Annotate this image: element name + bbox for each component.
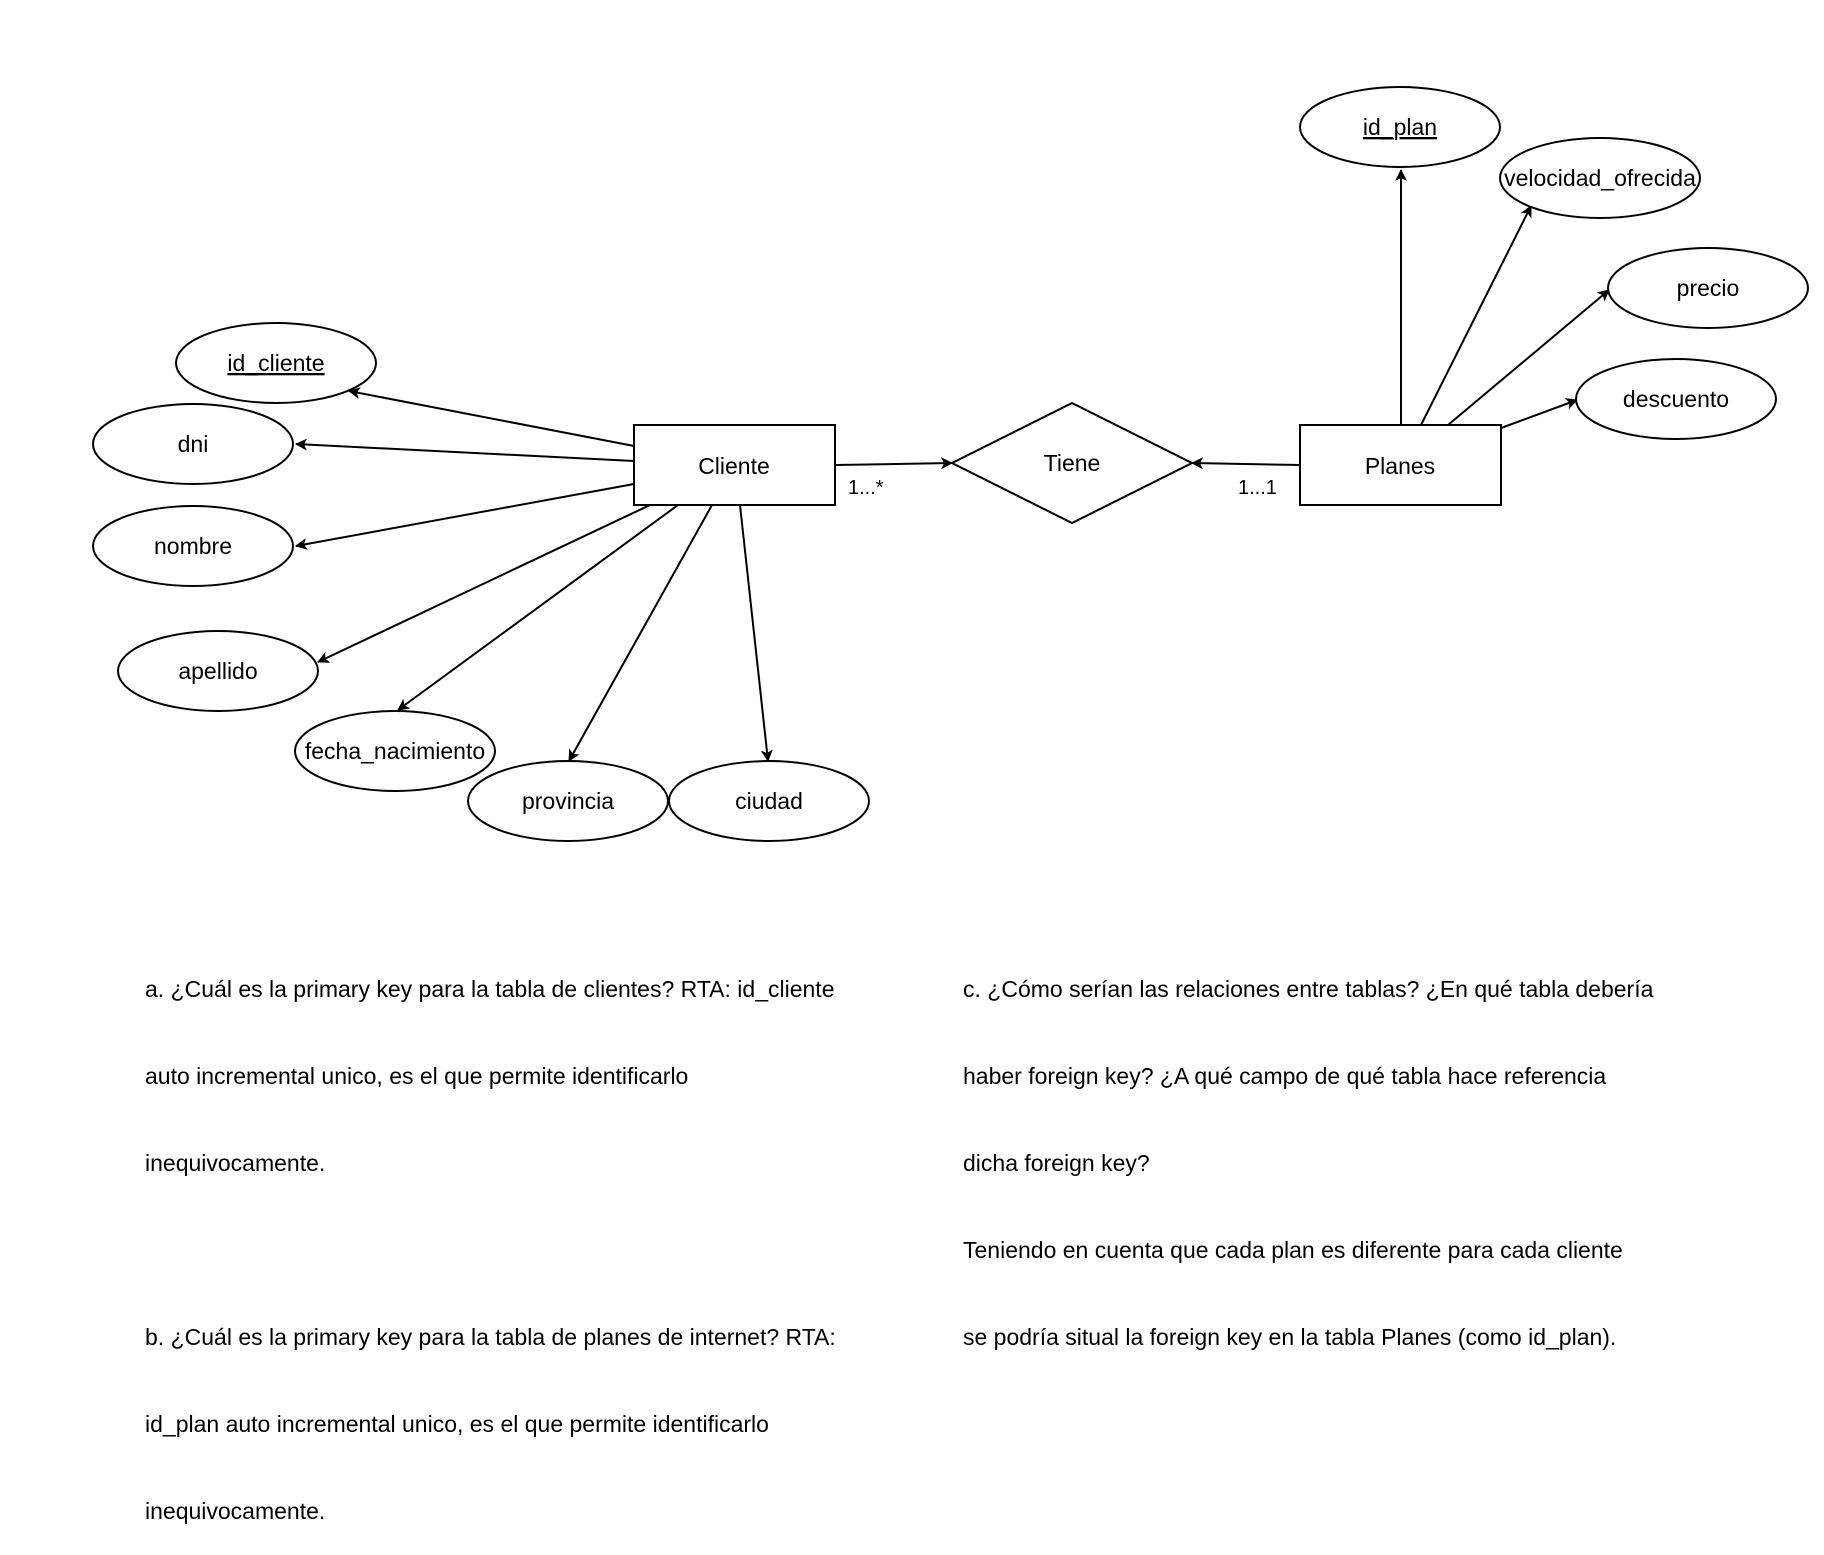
attribute-fecha_nacimiento: fecha_nacimiento <box>294 710 496 792</box>
attribute-apellido-label: apellido <box>178 658 257 684</box>
attribute-nombre-label: nombre <box>154 533 232 559</box>
note-b-line-3: inequivocamente. <box>145 1498 326 1524</box>
attribute-descuento-label: descuento <box>1623 386 1729 412</box>
cardinality-planes: 1...1 <box>1238 477 1277 499</box>
attribute-apellido: apellido <box>117 630 319 712</box>
attribute-id_plan: id_plan <box>1299 86 1501 168</box>
note-c-line-1: c. ¿Cómo serían las relaciones entre tab… <box>963 976 1654 1002</box>
attribute-id_plan-label: id_plan <box>1363 114 1437 140</box>
attribute-id_cliente: id_cliente <box>175 322 377 404</box>
edge-cliente-nombre <box>295 483 635 550</box>
attribute-provincia: provincia <box>467 760 669 842</box>
relationship-tiene-label: Tiene <box>1044 450 1101 476</box>
edge-planes-tiene <box>1191 457 1301 470</box>
edge-cliente-apellido <box>317 504 651 663</box>
attribute-precio-label: precio <box>1677 275 1740 301</box>
entity-cliente-label: Cliente <box>698 453 770 479</box>
attribute-ciudad: ciudad <box>668 760 870 842</box>
edge-planes-precio <box>1447 289 1610 426</box>
relationship-tiene: Tiene <box>949 401 1195 525</box>
edge-cliente-provincia <box>568 504 713 762</box>
notes-left-column: a. ¿Cuál es la primary key para la tabla… <box>145 917 905 1555</box>
note-c-line-4: Teniendo en cuenta que cada plan es dife… <box>963 1237 1623 1263</box>
attribute-descuento: descuento <box>1575 358 1777 440</box>
note-b-line-2: id_plan auto incremental unico, es el qu… <box>145 1411 769 1437</box>
note-spacer <box>145 1236 905 1265</box>
note-a-line-2: auto incremental unico, es el que permit… <box>145 1063 689 1089</box>
edge-cliente-fecha_nacimiento <box>397 504 679 711</box>
cardinality-cliente: 1...* <box>848 477 884 499</box>
attribute-velocidad_ofrecida: velocidad_ofrecida <box>1499 137 1701 219</box>
edges <box>295 169 1610 762</box>
notes-right-column: c. ¿Cómo serían las relaciones entre tab… <box>963 917 1743 1381</box>
attribute-ciudad-label: ciudad <box>735 788 803 814</box>
note-c-line-2: haber foreign key? ¿A qué campo de qué t… <box>963 1063 1607 1089</box>
attribute-dni-label: dni <box>178 431 209 457</box>
attribute-nombre: nombre <box>92 505 294 587</box>
entity-planes: Planes <box>1299 424 1502 506</box>
edge-cliente-tiene <box>835 457 953 470</box>
edge-cliente-ciudad <box>739 504 773 762</box>
attribute-velocidad_ofrecida-label: velocidad_ofrecida <box>1504 165 1696 191</box>
attribute-provincia-label: provincia <box>522 788 614 814</box>
entity-cliente: Cliente <box>633 424 836 506</box>
attribute-fecha_nacimiento-label: fecha_nacimiento <box>305 738 485 764</box>
entity-planes-label: Planes <box>1365 453 1435 479</box>
edge-planes-descuento <box>1500 398 1578 429</box>
edge-cliente-dni <box>295 438 635 462</box>
note-c-line-5: se podría situal la foreign key en la ta… <box>963 1324 1617 1350</box>
attribute-id_cliente-label: id_cliente <box>227 350 324 376</box>
er-diagram: 1...* 1...1 Cliente Planes Tiene id_clie… <box>92 86 1809 842</box>
attribute-precio: precio <box>1607 247 1809 329</box>
note-a-line-1: a. ¿Cuál es la primary key para la tabla… <box>145 976 835 1002</box>
edge-planes-velocidad_ofrecida <box>1420 205 1532 426</box>
attribute-dni: dni <box>92 403 294 485</box>
edge-cliente-id_cliente <box>348 387 635 447</box>
note-b-line-1: b. ¿Cuál es la primary key para la tabla… <box>145 1324 836 1350</box>
